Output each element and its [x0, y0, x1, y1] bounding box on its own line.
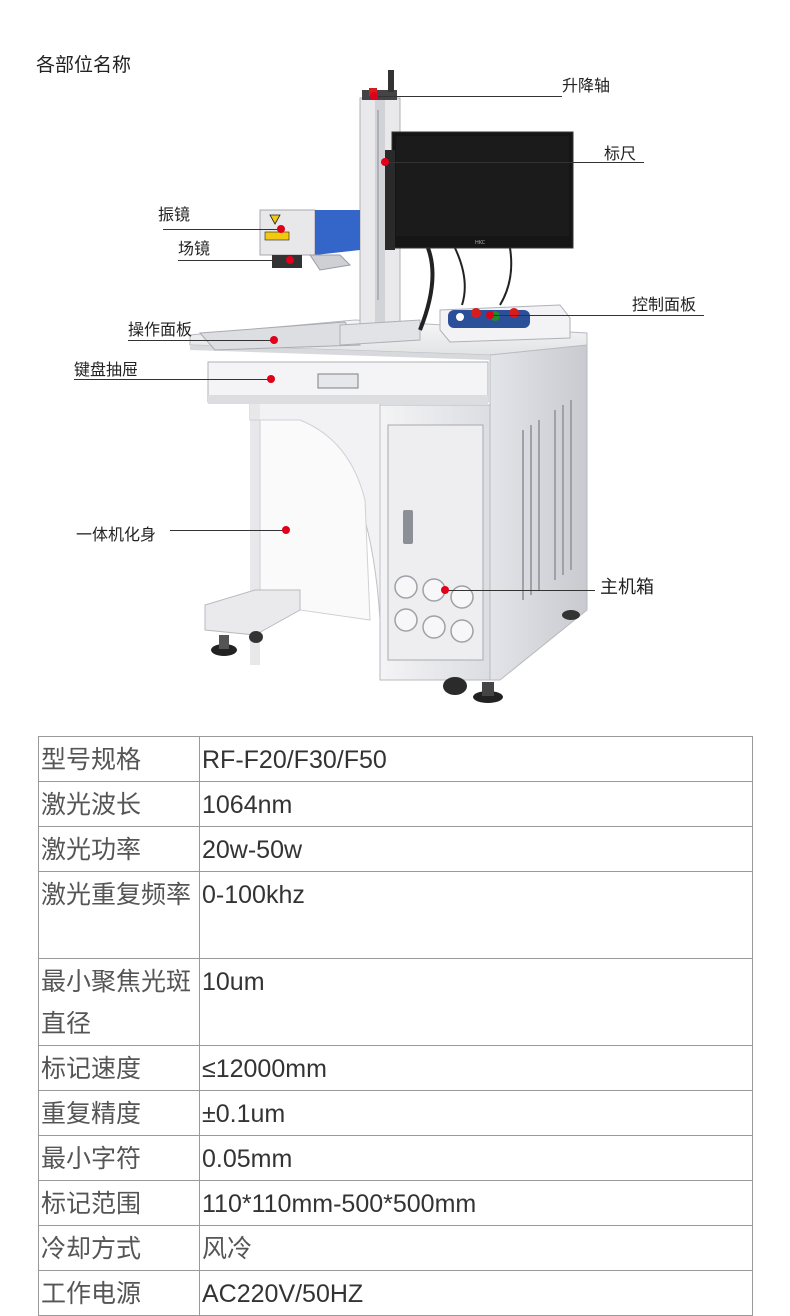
spec-row: 最小聚焦光斑直径 10um [38, 958, 753, 1046]
spec-value: ±0.1um [199, 1090, 753, 1136]
monitor-brand: HKC [475, 240, 486, 246]
spec-value: 0-100khz [199, 871, 753, 959]
spec-row: 型号规格 RF-F20/F30/F50 [38, 736, 753, 782]
callout-field-lens: 场镜 [178, 239, 211, 258]
spec-row: 冷却方式 风冷 [38, 1225, 753, 1271]
spec-value: 20w-50w [199, 826, 753, 872]
spec-row: 工作电源 AC220V/50HZ [38, 1270, 753, 1316]
machine-illustration: HKC [189, 70, 588, 703]
spec-value: RF-F20/F30/F50 [199, 736, 753, 782]
callout-operation-panel: 操作面板 [128, 320, 193, 339]
callout-keyboard-drawer: 键盘抽屉 [74, 360, 139, 379]
spec-key: 标记速度 [38, 1045, 200, 1091]
work-plate [198, 321, 361, 351]
spec-value: 110*110mm-500*500mm [199, 1180, 753, 1226]
spec-key: 最小字符 [38, 1135, 200, 1181]
spec-key: 标记范围 [38, 1180, 200, 1226]
spec-row: 激光重复频率 0-100khz [38, 871, 753, 959]
callout-lift-shaft: 升降轴 [562, 76, 611, 95]
spec-key: 激光功率 [38, 826, 200, 872]
callout-control-panel: 控制面板 [632, 295, 697, 314]
spec-value: 0.05mm [199, 1135, 753, 1181]
spec-key: 最小聚焦光斑直径 [38, 958, 200, 1046]
drawer-handle [317, 373, 359, 389]
spec-row: 重复精度 ±0.1um [38, 1090, 753, 1136]
spec-value: 1064nm [199, 781, 753, 827]
callout-galvo: 振镜 [158, 205, 191, 224]
spec-key: 工作电源 [38, 1270, 200, 1316]
spec-row: 激光功率 20w-50w [38, 826, 753, 872]
spec-value: 风冷 [199, 1225, 753, 1271]
fan-grills [394, 575, 474, 643]
spec-key: 激光波长 [38, 781, 200, 827]
spec-key: 冷却方式 [38, 1225, 200, 1271]
spec-row: 激光波长 1064nm [38, 781, 753, 827]
spec-value: 10um [199, 958, 753, 1046]
callout-integrated-body: 一体机化身 [76, 525, 157, 544]
door-lock [403, 510, 413, 544]
callout-ruler: 标尺 [604, 144, 637, 163]
spec-row: 最小字符 0.05mm [38, 1135, 753, 1181]
section-title: 各部位名称 [36, 54, 132, 76]
spec-value: ≤12000mm [199, 1045, 753, 1091]
side-vents [522, 400, 572, 600]
spec-row: 标记速度 ≤12000mm [38, 1045, 753, 1091]
spec-key: 激光重复频率 [38, 871, 200, 959]
foot-base [204, 589, 301, 636]
callout-main-cabinet: 主机箱 [600, 577, 654, 598]
spec-row: 标记范围 110*110mm-500*500mm [38, 1180, 753, 1226]
spec-table: 型号规格 RF-F20/F30/F50 激光波长 1064nm 激光功率 20w… [38, 736, 753, 1316]
spec-key: 型号规格 [38, 736, 200, 782]
spec-key: 重复精度 [38, 1090, 200, 1136]
spec-value: AC220V/50HZ [199, 1270, 753, 1316]
